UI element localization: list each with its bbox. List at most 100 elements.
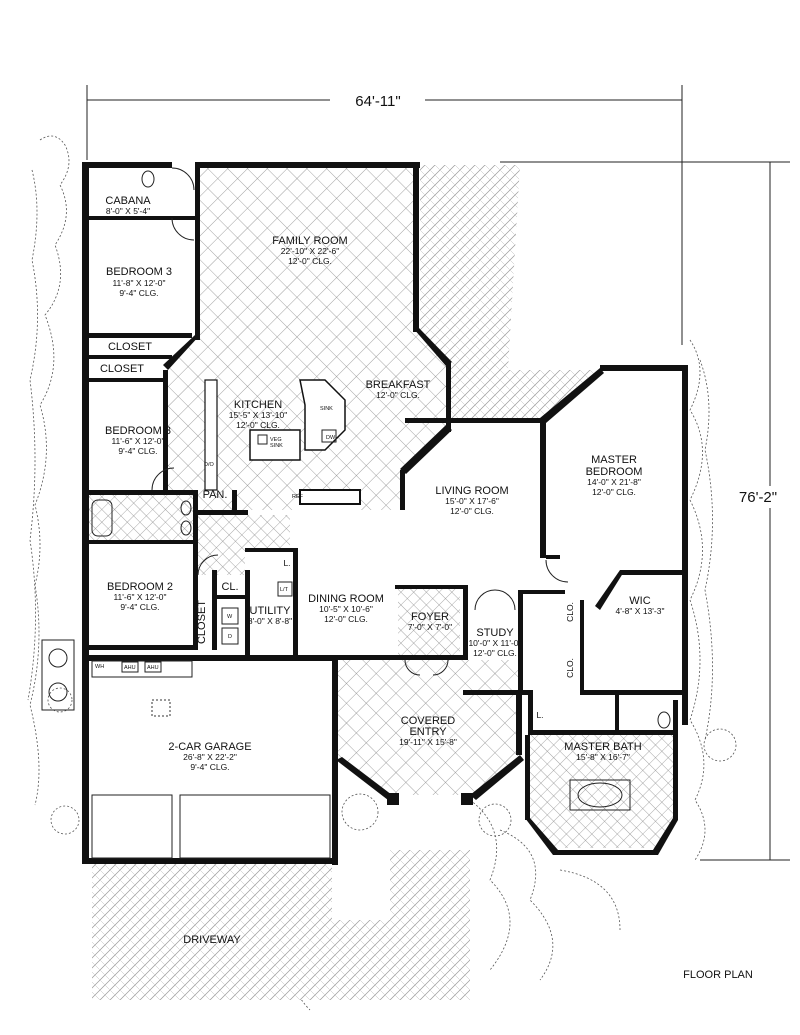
room-study: STUDY 10'-0" X 11'-0" 12'-0" CLG.: [468, 627, 521, 658]
bedroom2-size: 11'-6" X 12'-0": [113, 592, 166, 602]
closet-2-label: CLOSET: [100, 363, 144, 375]
cabana-name: CABANA: [105, 195, 151, 207]
room-foyer: FOYER 7'-0" X 7'-0": [408, 611, 452, 632]
masterbath-name: MASTER BATH: [564, 741, 641, 753]
garage-details: [91, 660, 331, 859]
room-covered-entry: COVERED ENTRY 19'-11" X 15'-8": [399, 715, 457, 747]
room-cabana: CABANA 8'-0" X 5'-4": [105, 195, 151, 216]
living-clg: 12'-0" CLG.: [450, 506, 494, 516]
kitchen-clg: 12'-0" CLG.: [236, 420, 280, 430]
dryer-label: D: [228, 634, 232, 640]
room-bedroom-3a: BEDROOM 3 11'-8" X 12'-0" 9'-4" CLG.: [106, 266, 172, 298]
veg-label: VEG: [270, 437, 282, 443]
bedroom2-name: BEDROOM 2: [107, 581, 173, 593]
dimension-width: 64'-11": [86, 85, 683, 345]
clo-2-label: CLO.: [565, 658, 575, 678]
bedroom3a-size: 11'-8" X 12'-0": [112, 278, 165, 288]
kitchen-family-floor: [168, 168, 448, 510]
master-name: MASTER: [591, 454, 637, 466]
kitchen-size: 15'-5" X 13'-10": [229, 410, 287, 420]
linen-label: L.: [283, 558, 290, 568]
master-name-2: BEDROOM: [586, 466, 643, 478]
depth-label: 76'-2": [739, 489, 777, 506]
room-utility: UTILITY 8'-0" X 8'-8": [248, 605, 292, 626]
dw-label: DW: [326, 435, 336, 441]
room-kitchen: KITCHEN 15'-5" X 13'-10" 12'-0" CLG.: [229, 399, 287, 430]
study-clg: 12'-0" CLG.: [473, 648, 517, 658]
dining-clg: 12'-0" CLG.: [324, 614, 368, 624]
room-breakfast: BREAKFAST 12'-0" CLG.: [366, 379, 431, 400]
bedroom3b-name: BEDROOM 3: [105, 425, 171, 437]
linen-2-label: L.: [536, 710, 543, 720]
driveway-label: DRIVEWAY: [183, 934, 241, 946]
dining-size: 10'-5" X 10'-6": [319, 604, 373, 614]
bedroom3b-clg: 9'-4" CLG.: [118, 446, 157, 456]
fixture-labels: SINK VEG SINK DW REF D/O WH AHU AHU W D …: [95, 406, 337, 673]
room-dining: DINING ROOM 10'-5" X 10'-6" 12'-0" CLG.: [308, 593, 384, 624]
dimension-depth: 76'-2": [500, 161, 790, 861]
bath-floor: [88, 495, 195, 540]
washer-label: W: [227, 614, 233, 620]
lt-label: L/T: [280, 587, 289, 593]
closet-1-label: CLOSET: [108, 341, 152, 353]
rear-patio: [420, 165, 598, 418]
masterbath-size: 15'-8" X 16'-7": [576, 752, 630, 762]
study-name: STUDY: [476, 627, 514, 639]
family-clg: 12'-0" CLG.: [288, 256, 332, 266]
wh-label: WH: [95, 664, 104, 670]
living-name: LIVING ROOM: [435, 485, 508, 497]
veg-sink-label: SINK: [270, 443, 283, 449]
wic-name: WIC: [629, 595, 650, 607]
foyer-floor: [398, 588, 460, 655]
bedroom3b-size: 11'-6" X 12'-0": [111, 436, 164, 446]
room-garage: 2-CAR GARAGE 26'-8" X 22'-2" 9'-4" CLG.: [168, 741, 251, 772]
do-label: D/O: [204, 462, 215, 468]
bedroom3a-clg: 9'-4" CLG.: [119, 288, 158, 298]
room-family: FAMILY ROOM 22'-10" X 22'-6" 12'-0" CLG.: [272, 235, 347, 266]
foyer-name: FOYER: [411, 611, 449, 623]
garage-size: 26'-8" X 22'-2": [183, 752, 237, 762]
master-bath-floor: [530, 735, 675, 848]
cl-label: CL.: [221, 581, 238, 593]
ahu-2-label: AHU: [147, 665, 159, 671]
bedroom2-clg: 9'-4" CLG.: [120, 602, 159, 612]
kitchen-name: KITCHEN: [234, 399, 282, 411]
width-label: 64'-11": [355, 93, 400, 110]
ahu-1-label: AHU: [124, 665, 136, 671]
master-clg: 12'-0" CLG.: [592, 487, 636, 497]
bedroom3a-name: BEDROOM 3: [106, 266, 172, 278]
ref-label: REF: [292, 494, 304, 500]
sink-label: SINK: [320, 406, 333, 412]
bath-fixtures: [91, 170, 671, 811]
closet-3-label: CLOSET: [196, 600, 208, 644]
family-size: 22'-10" X 22'-6": [281, 246, 339, 256]
room-bedroom-2: BEDROOM 2 11'-6" X 12'-0" 9'-4" CLG.: [107, 581, 173, 612]
entry-name-2: ENTRY: [409, 726, 447, 738]
driveway-floor: [92, 850, 470, 1000]
foyer-size: 7'-0" X 7'-0": [408, 622, 452, 632]
breakfast-name: BREAKFAST: [366, 379, 431, 391]
hall-floor: [198, 515, 290, 575]
master-size: 14'-0" X 21'-8": [587, 477, 641, 487]
dining-name: DINING ROOM: [308, 593, 384, 605]
pantry-label: PAN.: [203, 489, 228, 501]
room-master-bath: MASTER BATH 15'-8" X 16'-7": [564, 741, 641, 762]
door-swings: [151, 167, 569, 676]
room-living: LIVING ROOM 15'-0" X 17'-6" 12'-0" CLG.: [435, 485, 508, 516]
entry-size: 19'-11" X 15'-8": [399, 737, 457, 747]
garage-clg: 9'-4" CLG.: [190, 762, 229, 772]
study-size: 10'-0" X 11'-0": [468, 638, 521, 648]
family-name: FAMILY ROOM: [272, 235, 347, 247]
entry-name: COVERED: [401, 715, 455, 727]
room-wic: WIC 4'-8" X 13'-3": [616, 595, 665, 616]
room-master-bedroom: MASTER BEDROOM 14'-0" X 21'-8" 12'-0" CL…: [586, 454, 643, 497]
pool-equipment: [41, 639, 75, 711]
garage-name: 2-CAR GARAGE: [168, 741, 251, 753]
utility-size: 8'-0" X 8'-8": [248, 616, 292, 626]
cabana-size: 8'-0" X 5'-4": [106, 206, 150, 216]
utility-name: UTILITY: [250, 605, 292, 617]
room-bedroom-3b: BEDROOM 3 11'-6" X 12'-0" 9'-4" CLG.: [105, 425, 171, 456]
floor-plan-caption: FLOOR PLAN: [683, 969, 753, 981]
wic-size: 4'-8" X 13'-3": [616, 606, 665, 616]
